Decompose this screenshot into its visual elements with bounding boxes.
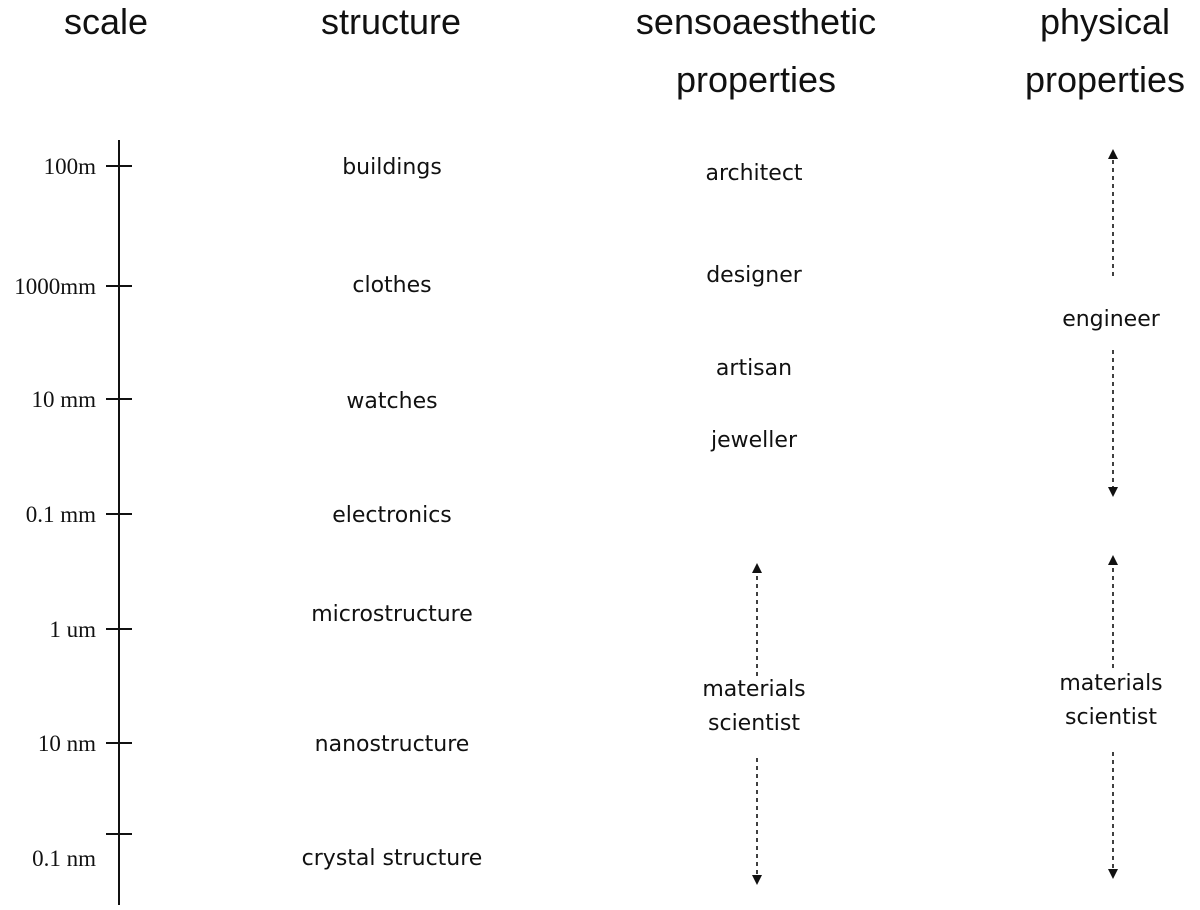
sensoaesthetic-range-label: materials scientist [702,674,805,740]
scale-label: 0.1 nm [32,846,96,871]
header-sensoaesthetic: sensoaesthetic properties [616,0,896,102]
scale-label: 100m [43,154,96,179]
structure-item: electronics [332,503,452,528]
header-physical: physical properties [1020,0,1190,102]
range-label-line2: scientist [1065,705,1157,730]
structure-item: buildings [342,155,442,180]
structure-item: watches [346,389,438,414]
header-scale-text: scale [63,1,149,42]
header-physical-line1: physical [1039,1,1171,42]
structure-item: crystal structure [301,846,483,871]
header-scale: scale [40,0,172,44]
header-sensoaesthetic-line2: properties [675,59,837,100]
header-sensoaesthetic-line1: sensoaesthetic [635,1,877,42]
header-physical-line2: properties [1024,59,1186,100]
structure-item: microstructure [311,602,473,627]
header-structure: structure [291,0,491,44]
physical-role-engineer: engineer [1062,307,1160,332]
scale-label: 0.1 mm [25,502,96,527]
range-label-line2: scientist [708,711,800,736]
structure-item: nanostructure [314,732,470,757]
range-label-line1: materials [1059,671,1163,696]
sensoaesthetic-role: artisan [715,356,793,381]
structure-item: clothes [352,273,432,298]
header-structure-text: structure [320,1,462,42]
scale-label: 10 mm [31,387,96,412]
sensoaesthetic-role: architect [705,161,803,186]
range-label-line1: materials [702,677,806,702]
physical-range-label: materials scientist [1059,668,1162,734]
sensoaesthetic-role: designer [706,263,802,288]
scale-label: 1 um [49,617,96,642]
scale-label: 1000mm [14,274,96,299]
scale-label: 10 nm [37,731,96,756]
sensoaesthetic-role: jeweller [711,428,797,453]
